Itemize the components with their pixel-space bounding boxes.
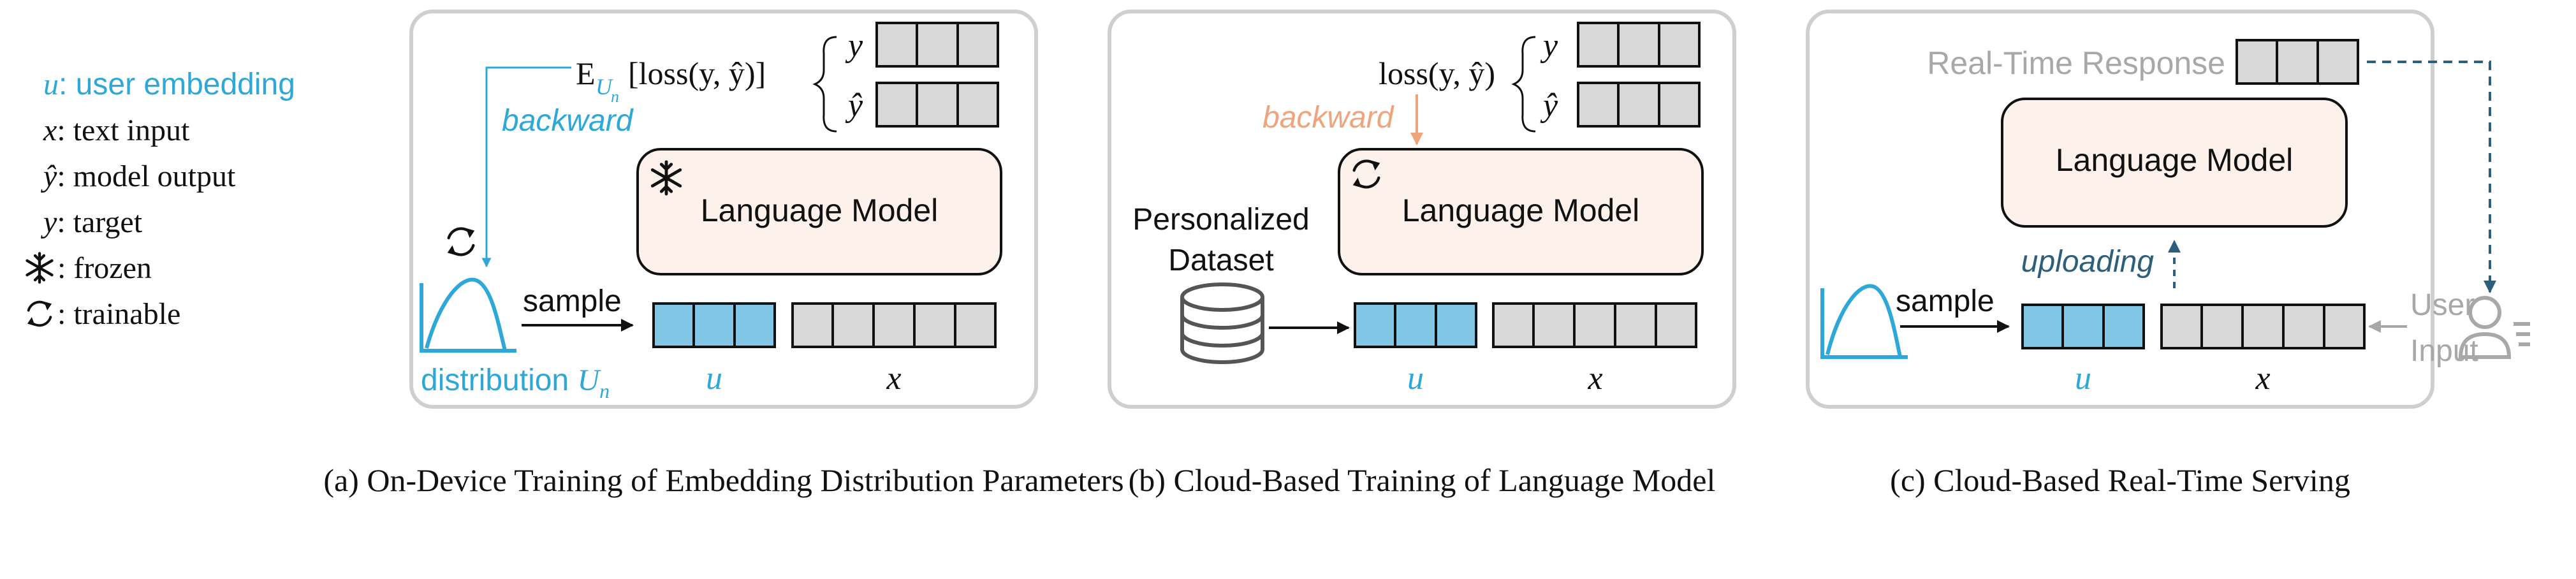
u-label: u: [1407, 360, 1424, 397]
legend-text: : trainable: [57, 297, 180, 331]
text-input-vector: [1492, 302, 1697, 348]
output-label: ŷ: [1540, 87, 1558, 124]
x-label: x: [1587, 360, 1602, 397]
legend-item-user-embedding: u: user embedding: [43, 68, 295, 101]
legend: u: user embedding x: text input ŷ: model…: [27, 68, 295, 331]
u-label: u: [706, 360, 722, 397]
brace: [812, 36, 837, 133]
distribution-label: distribution Un: [421, 363, 610, 402]
text-input-vector: [2160, 304, 2366, 349]
caption: (c) Cloud-Based Real-Time Serving: [1890, 462, 2350, 498]
panel-c: Real-Time Response Language Model upload…: [1806, 10, 2530, 498]
user-embedding-vector: [2021, 304, 2145, 349]
user-embedding-vector: [1354, 302, 1477, 348]
legend-item-text-input: x: text input: [43, 114, 190, 147]
user-embedding-vector: [652, 302, 776, 348]
sample-label: sample: [1896, 284, 1994, 318]
panel-a: E U n [loss(y, ŷ)] y ŷ backward Language…: [323, 10, 1124, 498]
expectation-formula: E U n [loss(y, ŷ)]: [576, 55, 766, 106]
response-vector: [2236, 39, 2359, 85]
legend-item-frozen: : frozen: [27, 251, 152, 285]
user-input-label-line1: User: [2410, 288, 2475, 322]
target-label: y: [1540, 27, 1558, 64]
backward-label: backward: [1262, 101, 1394, 135]
database-icon: [1180, 282, 1264, 364]
expectation-subscript: U: [596, 74, 613, 99]
user-icon: [2458, 296, 2530, 359]
distribution-icon: [420, 277, 516, 353]
distribution-icon: [1820, 284, 1908, 359]
svg-text:E: E: [576, 55, 596, 91]
panel-b: loss(y, ŷ) y ŷ backward Language Model P…: [1108, 10, 1736, 498]
legend-text: : target: [57, 205, 142, 239]
legend-text: : user embedding: [59, 68, 295, 101]
text-input-vector: [791, 302, 997, 348]
legend-text: : model output: [57, 159, 236, 193]
legend-item-target: y: target: [40, 205, 143, 239]
refresh-icon: [26, 300, 54, 328]
target-vector: [1577, 22, 1701, 68]
u-label: u: [2075, 360, 2091, 397]
legend-symbol: ŷ: [40, 159, 57, 193]
language-model-label: Language Model: [1402, 193, 1640, 228]
snowflake-icon: [27, 253, 52, 282]
dataset-label-line2: Dataset: [1168, 244, 1273, 277]
legend-symbol: y: [40, 205, 57, 239]
legend-symbol: x: [43, 114, 57, 147]
loss-expression: loss(y, ŷ): [1379, 55, 1495, 91]
brace: [1511, 36, 1536, 133]
language-model-label: Language Model: [2056, 142, 2294, 178]
sample-label: sample: [523, 284, 622, 318]
svg-text:u: user embedding: u: user embedding: [43, 68, 295, 101]
output-vector: [875, 82, 999, 128]
backward-label: backward: [502, 104, 634, 138]
legend-text: : text input: [57, 114, 190, 147]
uploading-label: uploading: [2021, 245, 2155, 279]
backward-arrow: [481, 66, 571, 268]
legend-item-model-output: ŷ: model output: [40, 159, 236, 193]
target-vector: [875, 22, 999, 68]
x-label: x: [886, 360, 901, 397]
legend-text: : frozen: [57, 251, 152, 285]
svg-text:x: text input: x: text input: [43, 114, 190, 147]
legend-item-trainable: : trainable: [26, 297, 180, 331]
svg-text:ŷ: model output: ŷ: model output: [40, 159, 236, 193]
legend-symbol: u: [43, 68, 59, 101]
output-vector: [1577, 82, 1701, 128]
caption: (a) On-Device Training of Embedding Dist…: [323, 462, 1123, 498]
language-model-label: Language Model: [701, 193, 939, 228]
language-model-box: [2001, 98, 2348, 228]
svg-text:y: target: y: target: [40, 205, 143, 239]
x-label: x: [2255, 360, 2270, 397]
expectation-subsubscript: n: [611, 87, 619, 106]
caption: (b) Cloud-Based Training of Language Mod…: [1129, 462, 1716, 498]
target-label: y: [845, 27, 863, 64]
language-model-box: [1338, 148, 1704, 275]
response-to-user-arrow: [2367, 61, 2496, 293]
response-label: Real-Time Response: [1927, 45, 2225, 81]
language-model-box: [636, 148, 1002, 275]
output-label: ŷ: [845, 87, 863, 124]
loss-expression: [loss(y, ŷ)]: [628, 55, 766, 91]
dataset-label-line1: Personalized: [1132, 203, 1310, 237]
